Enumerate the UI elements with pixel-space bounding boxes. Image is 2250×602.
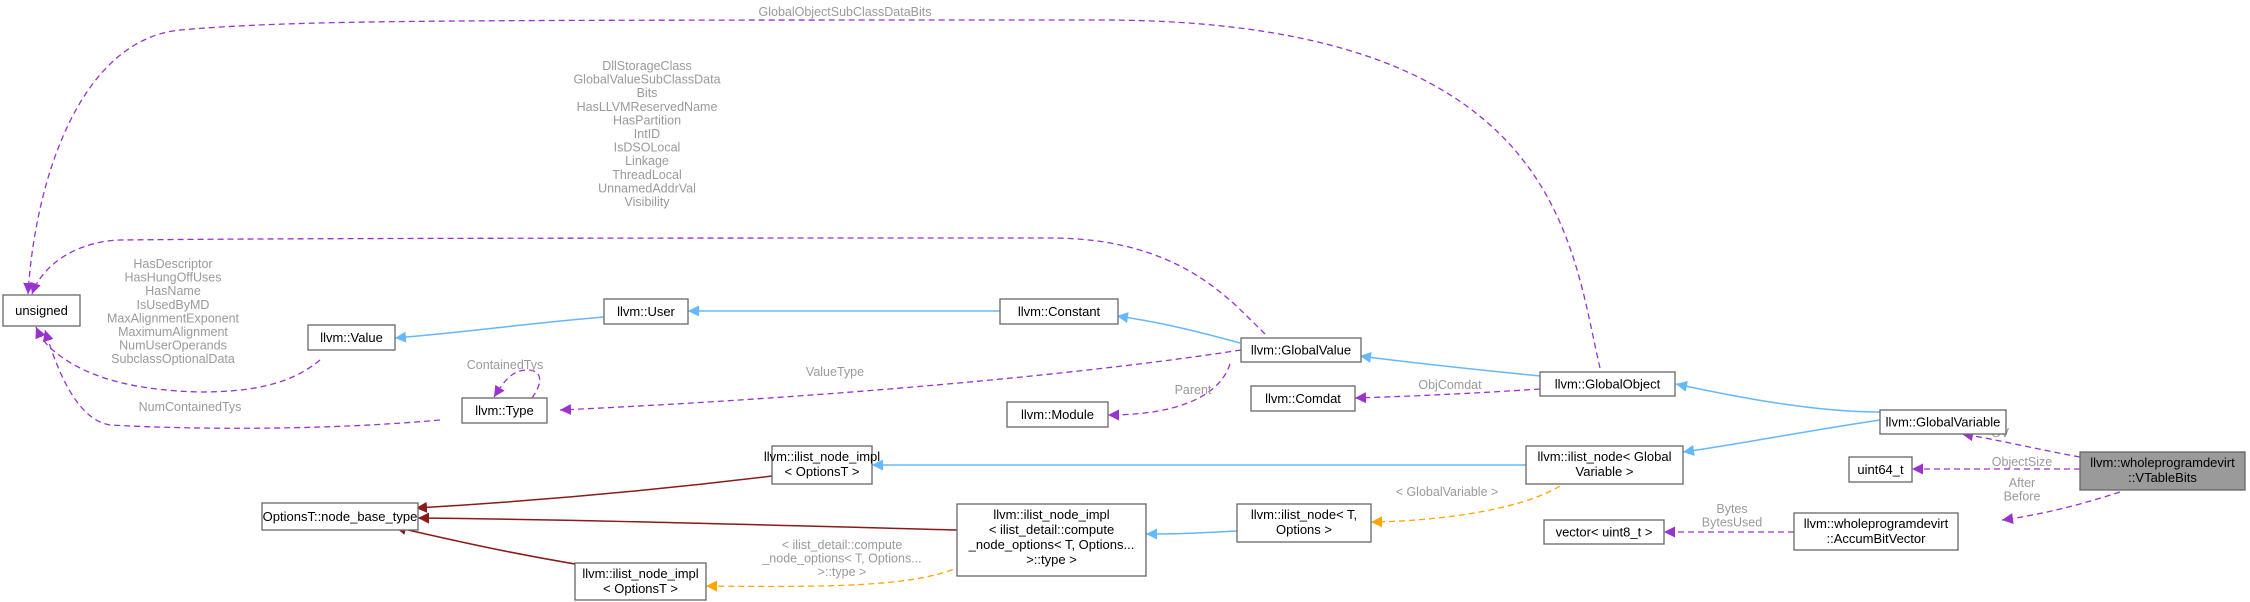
svg-text:llvm::wholeprogramdevirt::VTab: llvm::wholeprogramdevirt::VTableBits bbox=[2090, 455, 2235, 485]
svg-text:uint64_t: uint64_t bbox=[1857, 462, 1904, 477]
edge-globalvariable-to-globalobject bbox=[1675, 380, 1881, 413]
node-globalvalue[interactable]: llvm::GlobalValue bbox=[1240, 337, 1362, 363]
edge-vtablebits-gv bbox=[1961, 430, 2081, 458]
node-constant[interactable]: llvm::Constant bbox=[999, 298, 1119, 325]
node-module[interactable]: llvm::Module bbox=[1006, 401, 1109, 428]
svg-text:llvm::GlobalValue: llvm::GlobalValue bbox=[1251, 343, 1351, 358]
edge-globalvalue-parent bbox=[1107, 363, 1231, 421]
edge-label-containedtys: ContainedTys bbox=[467, 358, 543, 372]
svg-text:llvm::ilist_node_impl< Options: llvm::ilist_node_impl< OptionsT > bbox=[582, 566, 698, 596]
edge-label-objcomdat: ObjComdat bbox=[1418, 378, 1482, 392]
svg-text:llvm::Comdat: llvm::Comdat bbox=[1265, 391, 1341, 406]
node-type[interactable]: llvm::Type bbox=[461, 397, 548, 424]
edge-globalobject-globalobjectsubclass bbox=[23, 19, 1601, 369]
edge-ilistnodeimpl-top-to-optionst bbox=[415, 475, 773, 513]
edge-ilistnodeimpl-mid-template bbox=[705, 565, 963, 592]
edge-globalvalue-fields bbox=[30, 237, 1266, 335]
svg-text:llvm::ilist_node_impl< Options: llvm::ilist_node_impl< OptionsT > bbox=[764, 449, 880, 479]
node-user[interactable]: llvm::User bbox=[603, 298, 689, 325]
svg-text:llvm::GlobalObject: llvm::GlobalObject bbox=[1555, 377, 1661, 392]
svg-text:unsigned: unsigned bbox=[15, 303, 68, 318]
svg-text:llvm::ilist_node_impl< ilist_d: llvm::ilist_node_impl< ilist_detail::com… bbox=[968, 507, 1135, 567]
edge-user-to-value bbox=[394, 316, 605, 343]
edge-globalvariable-to-ilistnode-gv bbox=[1682, 419, 1881, 456]
edge-label-objectsize: ObjectSize bbox=[1992, 455, 2052, 469]
svg-text:llvm::Constant: llvm::Constant bbox=[1018, 304, 1101, 319]
nodes: llvm::wholeprogramdevirt::VTableBits llv… bbox=[2, 294, 2246, 601]
edge-globalobject-to-globalvalue bbox=[1359, 352, 1541, 377]
svg-text:llvm::ilist_node< T,Options >: llvm::ilist_node< T,Options > bbox=[1251, 507, 1357, 537]
node-ilistnodeimpl-top[interactable]: llvm::ilist_node_impl< OptionsT > bbox=[764, 445, 880, 485]
node-unsigned[interactable]: unsigned bbox=[2, 294, 81, 327]
node-ilistnode-t[interactable]: llvm::ilist_node< T,Options > bbox=[1236, 503, 1372, 543]
node-vtablebits[interactable]: llvm::wholeprogramdevirt::VTableBits bbox=[2079, 451, 2246, 491]
edge-label-globalvariable-template: < GlobalVariable > bbox=[1396, 485, 1499, 499]
node-globalobject[interactable]: llvm::GlobalObject bbox=[1539, 371, 1676, 397]
edge-label-globalobject-subclass: GlobalObjectSubClassDataBits bbox=[759, 5, 932, 19]
node-uint64[interactable]: uint64_t bbox=[1848, 456, 1913, 483]
node-accumbitvector[interactable]: llvm::wholeprogramdevirt::AccumBitVector bbox=[1793, 512, 1959, 551]
node-vector-uint8[interactable]: vector< uint8_t > bbox=[1543, 519, 1665, 545]
svg-text:OptionsT::node_base_type: OptionsT::node_base_type bbox=[263, 509, 418, 524]
svg-text:llvm::wholeprogramdevirt::Accu: llvm::wholeprogramdevirt::AccumBitVector bbox=[1804, 516, 1949, 546]
edge-value-fields bbox=[35, 326, 321, 393]
svg-text:llvm::ilist_node< GlobalVariab: llvm::ilist_node< GlobalVariable > bbox=[1537, 449, 1671, 479]
edge-vtablebits-after-before bbox=[2001, 491, 2121, 525]
edge-type-containedtys bbox=[493, 369, 541, 399]
edge-globalvalue-valuetype bbox=[559, 349, 1242, 415]
svg-text:llvm::Type: llvm::Type bbox=[475, 403, 534, 418]
edge-globalvalue-to-constant bbox=[1116, 312, 1241, 344]
edge-label-parent: Parent bbox=[1175, 383, 1212, 397]
edge-type-numcontainedtys bbox=[42, 329, 441, 429]
edge-ilistnodeimpl-mid-to-optionst bbox=[417, 512, 958, 531]
node-ilistnodeimpl-mid[interactable]: llvm::ilist_node_impl< ilist_detail::com… bbox=[956, 503, 1147, 577]
node-ilistnodeimpl-bot[interactable]: llvm::ilist_node_impl< OptionsT > bbox=[574, 562, 707, 601]
edge-ilistnode-t-to-ilistnodeimpl-mid bbox=[1145, 528, 1238, 540]
svg-text:llvm::Module: llvm::Module bbox=[1021, 407, 1094, 422]
svg-text:llvm::User: llvm::User bbox=[617, 304, 675, 319]
edge-label-valuetype: ValueType bbox=[806, 365, 864, 379]
edge-globalobject-objcomdat bbox=[1354, 388, 1541, 404]
node-value[interactable]: llvm::Value bbox=[307, 324, 396, 351]
node-optionst-base[interactable]: OptionsT::node_base_type bbox=[261, 502, 419, 531]
node-globalvariable[interactable]: llvm::GlobalVariable bbox=[1879, 409, 2007, 435]
edge-label-numcontainedtys: NumContainedTys bbox=[139, 400, 242, 414]
node-comdat[interactable]: llvm::Comdat bbox=[1250, 385, 1356, 412]
edge-label-compute-template: < ilist_detail::compute_node_options< T,… bbox=[761, 538, 921, 579]
svg-text:llvm::Value: llvm::Value bbox=[320, 330, 383, 345]
svg-text:llvm::GlobalVariable: llvm::GlobalVariable bbox=[1886, 415, 2001, 430]
svg-text:vector< uint8_t >: vector< uint8_t > bbox=[1556, 525, 1653, 540]
